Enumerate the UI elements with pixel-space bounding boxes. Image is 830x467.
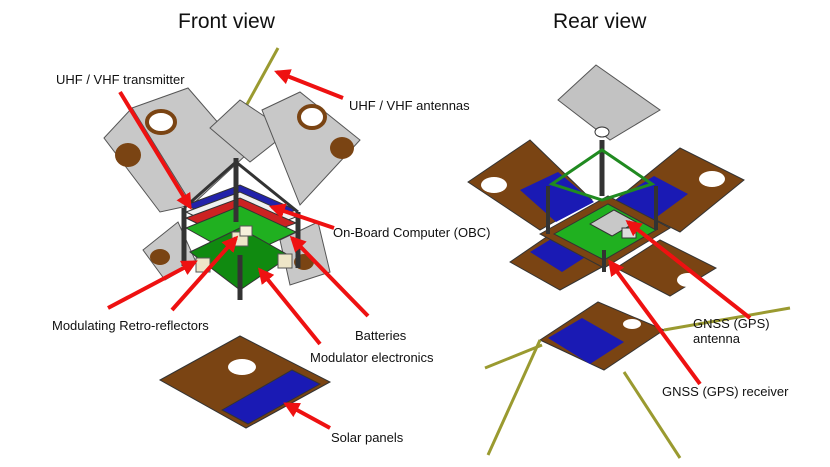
arrow-obc xyxy=(268,203,335,230)
rear-arrows xyxy=(608,220,752,386)
label-obc: On-Board Computer (OBC) xyxy=(333,225,491,240)
front-panel-bottom-left-hole xyxy=(150,249,170,265)
front-panel-right-hole xyxy=(297,104,327,130)
front-panel-left-brown-2 xyxy=(115,143,141,167)
rear-panel-top xyxy=(557,64,661,141)
front-solar-cell xyxy=(220,369,322,425)
front-detached-panel-hole xyxy=(228,359,256,375)
front-frame-top-2 xyxy=(235,160,299,214)
label-modulator-electronics: Modulator electronics xyxy=(310,350,434,365)
label-gnss-antenna-line2: antenna xyxy=(693,331,740,346)
rear-satellite xyxy=(467,64,791,459)
front-frame-top-1 xyxy=(183,160,237,210)
label-uhf-vhf-transmitter: UHF / VHF transmitter xyxy=(56,72,185,87)
label-retro-reflectors: Modulating Retro-reflectors xyxy=(52,318,209,333)
arrow-transmitter xyxy=(118,90,192,210)
label-batteries: Batteries xyxy=(355,328,407,343)
arrow-gnss-antenna xyxy=(625,220,752,320)
rear-panel-bottom-right-hole xyxy=(677,273,699,287)
front-panel-bottom-left xyxy=(142,221,197,281)
front-arrows xyxy=(107,69,370,430)
front-panel-right-brown xyxy=(330,137,354,159)
arrow-antennas xyxy=(274,69,344,100)
rear-panel-left-solar xyxy=(520,172,594,222)
arrow-batteries xyxy=(289,235,370,318)
rear-antenna-2 xyxy=(622,371,682,459)
front-uhf-antenna xyxy=(243,47,280,109)
front-view-title: Front view xyxy=(178,10,275,33)
front-panel-left-hole xyxy=(145,109,177,135)
front-satellite xyxy=(103,47,361,429)
rear-panel-top-hole xyxy=(594,126,610,138)
rear-detached-solar xyxy=(548,318,624,364)
label-gnss-receiver: GNSS (GPS) receiver xyxy=(662,384,789,399)
label-uhf-vhf-antennas: UHF / VHF antennas xyxy=(349,98,470,113)
rear-panel-bottom-left-solar xyxy=(530,236,590,272)
front-reflector-4 xyxy=(239,225,253,237)
arrow-modulator xyxy=(257,267,322,346)
arrow-retro-2 xyxy=(170,235,239,312)
rear-antenna-4 xyxy=(663,306,791,332)
arrow-solar xyxy=(283,402,331,430)
rear-antenna-3 xyxy=(484,343,543,370)
rear-panel-left-hole xyxy=(481,177,507,193)
rear-detached-hole xyxy=(623,319,641,329)
rear-panel-right-hole xyxy=(699,171,725,187)
arrow-gnss-receiver xyxy=(608,259,702,386)
arrow-retro-1 xyxy=(107,260,198,310)
rear-view-title: Rear view xyxy=(553,10,647,33)
label-gnss-antenna-line1: GNSS (GPS) xyxy=(693,316,770,331)
front-reflector-3 xyxy=(277,253,293,269)
front-panel-right xyxy=(261,91,361,206)
label-solar-panels: Solar panels xyxy=(331,430,404,445)
rear-board-stack xyxy=(548,148,656,202)
label-gnss-antenna: GNSS (GPS) antenna xyxy=(693,316,770,346)
rear-gnss-receiver-chip xyxy=(621,227,637,239)
rear-antenna-1 xyxy=(486,339,542,456)
